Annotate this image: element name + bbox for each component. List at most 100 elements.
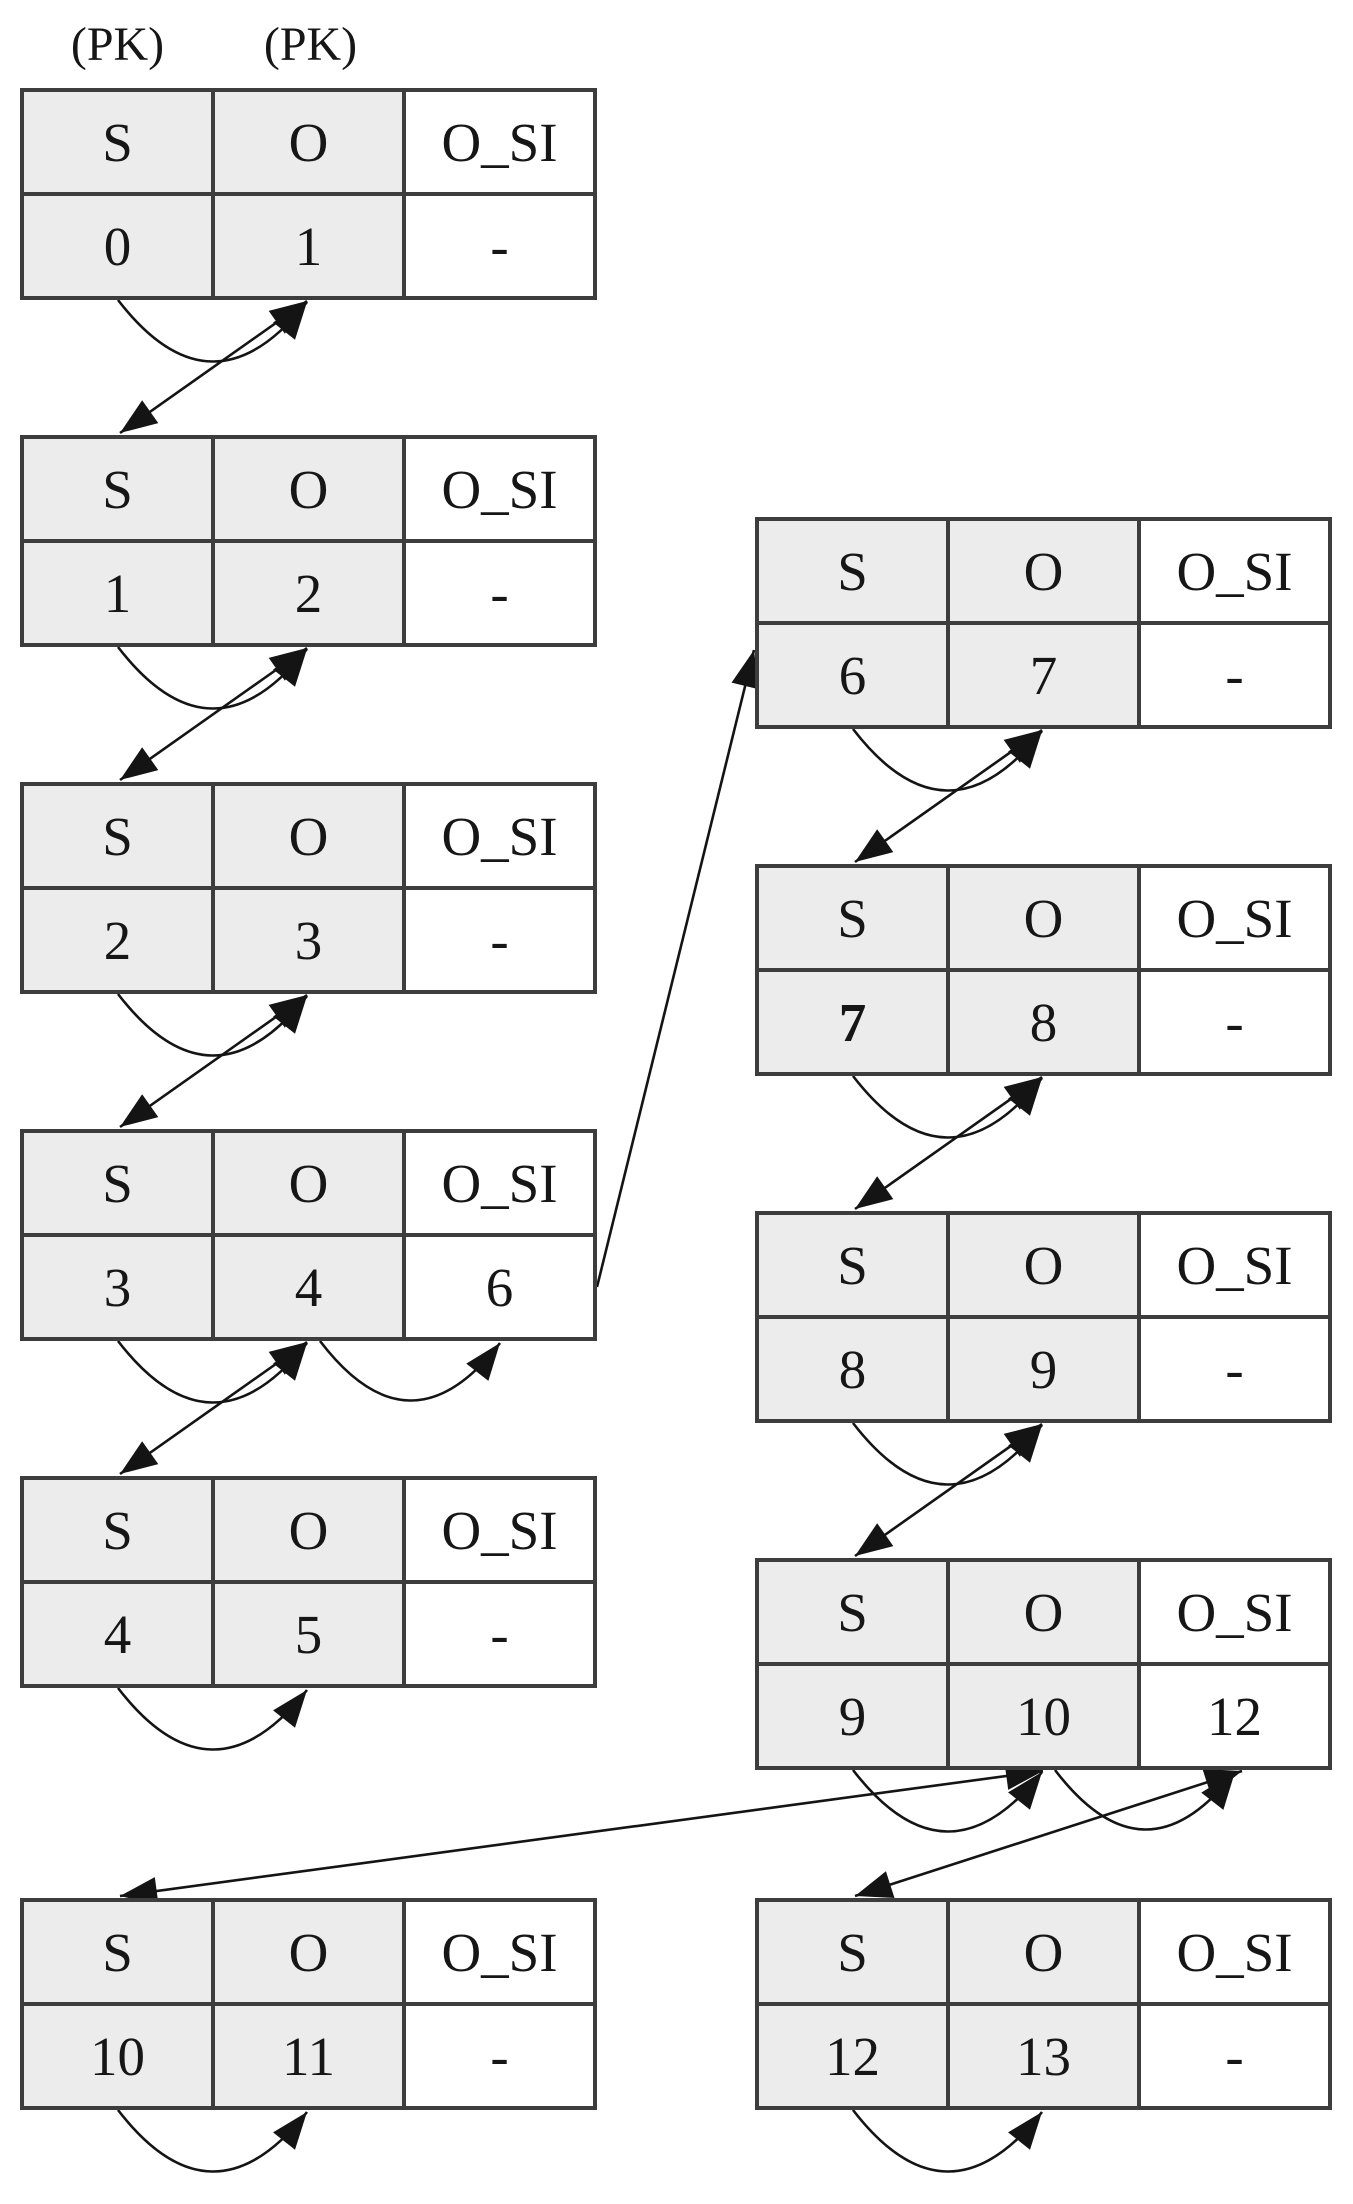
table-r6-header-s: S xyxy=(759,521,946,621)
table-r6-value-o_si: - xyxy=(1141,625,1328,725)
self-loop-arrow-t3 xyxy=(116,1340,309,1404)
pk-label-o: (PK) xyxy=(263,18,358,71)
self-loop-arrow-t10 xyxy=(116,2109,309,2173)
self-loop-arrow-r7 xyxy=(851,1075,1044,1139)
table-t1-header-s: S xyxy=(24,439,211,539)
table-t0-header-o_si: O_SI xyxy=(406,92,593,192)
table-t0-value-o_si: - xyxy=(406,196,593,296)
table-r9-value-o_si: 12 xyxy=(1141,1666,1328,1766)
table-t3-value-o: 4 xyxy=(215,1237,402,1337)
table-t2-header-o: O xyxy=(215,786,402,886)
table-r9-header-o: O xyxy=(950,1562,1137,1662)
table-t1-header-o_si: O_SI xyxy=(406,439,593,539)
self-loop-arrow-r9 xyxy=(851,1769,1044,1833)
table-t2-header-o_si: O_SI xyxy=(406,786,593,886)
table-r6-value-o: 7 xyxy=(950,625,1137,725)
table-t4-value-o: 5 xyxy=(215,1584,402,1684)
table-t10-header-o_si: O_SI xyxy=(406,1902,593,2002)
table-t4-header-s: S xyxy=(24,1480,211,1580)
table-r7-header-s: S xyxy=(759,868,946,968)
table-r8-header-o_si: O_SI xyxy=(1141,1215,1328,1315)
table-t2-header-s: S xyxy=(24,786,211,886)
table-t10-value-s: 10 xyxy=(24,2006,211,2106)
cross-link-arrow-r9-t10 xyxy=(119,1762,1044,1905)
table-t4-header-o: O xyxy=(215,1480,402,1580)
table-t10-value-o: 11 xyxy=(215,2006,402,2106)
table-t4-value-o_si: - xyxy=(406,1584,593,1684)
table-t4-value-s: 4 xyxy=(24,1584,211,1684)
chain-link-arrow-r6-r7 xyxy=(854,728,1043,864)
table-r12-value-o_si: - xyxy=(1141,2006,1328,2106)
cross-link-arrow-t3-r6 xyxy=(595,649,759,1288)
chain-link-arrow-r7-r8 xyxy=(854,1075,1043,1211)
arrow-edges xyxy=(116,299,1243,2173)
chain-link-arrow-t2-t3 xyxy=(119,993,308,1129)
table-t1-header-o: O xyxy=(215,439,402,539)
self-loop-arrow-r6 xyxy=(851,728,1044,792)
table-r12-header-o_si: O_SI xyxy=(1141,1902,1328,2002)
cross-link-arrow-r9-r12 xyxy=(854,1769,1243,1898)
table-r12-header-s: S xyxy=(759,1902,946,2002)
pk-label-s: (PK) xyxy=(70,18,165,71)
table-t10-header-o: O xyxy=(215,1902,402,2002)
table-t3-header-o: O xyxy=(215,1133,402,1233)
table-t2-value-o: 3 xyxy=(215,890,402,990)
table-r6-value-s: 6 xyxy=(759,625,946,725)
table-r8-value-s: 8 xyxy=(759,1319,946,1419)
table-r7-value-o: 8 xyxy=(950,972,1137,1072)
table-r7-value-o_si: - xyxy=(1141,972,1328,1072)
table-t0-header-o: O xyxy=(215,92,402,192)
table-r9-value-o: 10 xyxy=(950,1666,1137,1766)
self-loop-arrow-t1 xyxy=(116,646,309,710)
table-t0-header-s: S xyxy=(24,92,211,192)
self-loop-arrow-r8 xyxy=(851,1422,1044,1486)
table-t2-value-s: 2 xyxy=(24,890,211,990)
self-loop-arrow-t4 xyxy=(116,1687,309,1751)
chain-link-arrow-t0-t1 xyxy=(119,299,308,435)
table-r6-header-o: O xyxy=(950,521,1137,621)
table-r9-header-s: S xyxy=(759,1562,946,1662)
table-t0-value-s: 0 xyxy=(24,196,211,296)
table-r6-header-o_si: O_SI xyxy=(1141,521,1328,621)
table-r8-header-s: S xyxy=(759,1215,946,1315)
self-loop-arrow-t2 xyxy=(116,993,309,1057)
table-r12-header-o: O xyxy=(950,1902,1137,2002)
table-r8-value-o: 9 xyxy=(950,1319,1137,1419)
table-t3-header-s: S xyxy=(24,1133,211,1233)
table-r12-value-o: 13 xyxy=(950,2006,1137,2106)
table-t1-value-s: 1 xyxy=(24,543,211,643)
table-r12-value-s: 12 xyxy=(759,2006,946,2106)
table-t2-value-o_si: - xyxy=(406,890,593,990)
chain-link-arrow-r8-r9 xyxy=(854,1422,1043,1558)
table-t1-value-o_si: - xyxy=(406,543,593,643)
table-t0-value-o: 1 xyxy=(215,196,402,296)
chain-link-arrow-t1-t2 xyxy=(119,646,308,782)
table-t10-header-s: S xyxy=(24,1902,211,2002)
self-loop-arrow-r12 xyxy=(851,2109,1044,2173)
table-r7-header-o: O xyxy=(950,868,1137,968)
self-loop-arrow-t0 xyxy=(116,299,309,363)
chain-link-arrow-t3-t4 xyxy=(119,1340,308,1476)
osi-loop-arrow-r9 xyxy=(1053,1769,1237,1831)
table-t10-value-o_si: - xyxy=(406,2006,593,2106)
table-t3-value-s: 3 xyxy=(24,1237,211,1337)
table-t3-header-o_si: O_SI xyxy=(406,1133,593,1233)
table-r9-header-o_si: O_SI xyxy=(1141,1562,1328,1662)
osi-loop-arrow-t3 xyxy=(318,1340,502,1402)
table-r8-value-o_si: - xyxy=(1141,1319,1328,1419)
table-r9-value-s: 9 xyxy=(759,1666,946,1766)
table-t1-value-o: 2 xyxy=(215,543,402,643)
